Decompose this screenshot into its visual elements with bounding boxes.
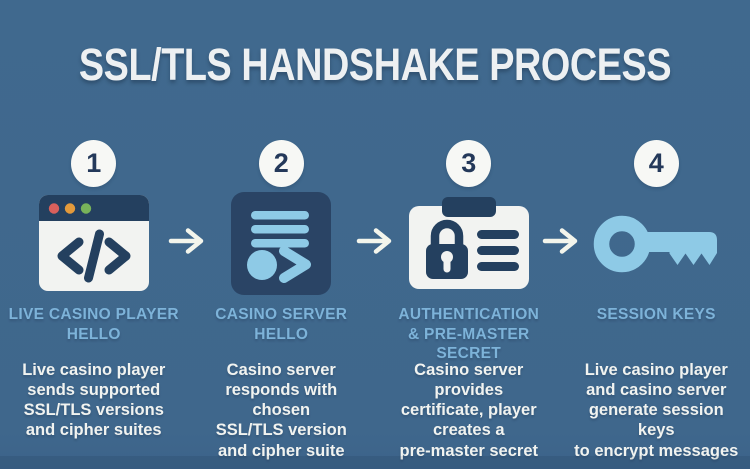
step-2-description: Casino server responds with chosen SSL/T… <box>215 361 347 460</box>
session-key-icon <box>592 191 720 295</box>
step-4: 4 SESSION KEYS Live casino player and ca… <box>563 140 750 461</box>
step-2-heading: CASINO SERVER HELLO <box>215 306 348 343</box>
right-arrow-icon <box>356 228 392 254</box>
step-1-number-badge: 1 <box>71 140 117 187</box>
server-response-icon <box>231 191 332 295</box>
browser-code-icon <box>38 191 149 295</box>
step-1-heading: LIVE CASINO PLAYER HELLO <box>8 306 179 343</box>
step-1: 1 LIVE CASINO PLAYER HELLO Live casino p <box>0 140 188 461</box>
right-arrow-icon <box>542 228 578 254</box>
step-2: 2 CASINO SERVER HELLO Casino server resp… <box>188 140 376 461</box>
right-arrow-icon <box>168 228 204 254</box>
step-3-heading: AUTHENTICATION & PRE-MASTER SECRET <box>398 306 540 363</box>
bottom-shade <box>0 456 750 469</box>
step-3-number-badge: 3 <box>446 140 492 187</box>
certificate-lock-icon <box>408 191 529 295</box>
step-3-description: Casino server provides certificate, play… <box>399 361 539 460</box>
step-4-description: Live casino player and casino server gen… <box>574 361 739 460</box>
step-3: 3 AUTHENTICATION & PRE-MASTER SECRE <box>375 140 563 461</box>
step-4-number-badge: 4 <box>633 140 679 187</box>
page-title: SSL/TLS HANDSHAKE PROCESS <box>78 39 672 90</box>
step-2-number-badge: 2 <box>258 140 304 187</box>
step-4-heading: SESSION KEYS <box>596 306 716 323</box>
steps-row: 1 LIVE CASINO PLAYER HELLO Live casino p <box>0 140 750 461</box>
step-1-description: Live casino player sends supported SSL/T… <box>22 361 166 440</box>
